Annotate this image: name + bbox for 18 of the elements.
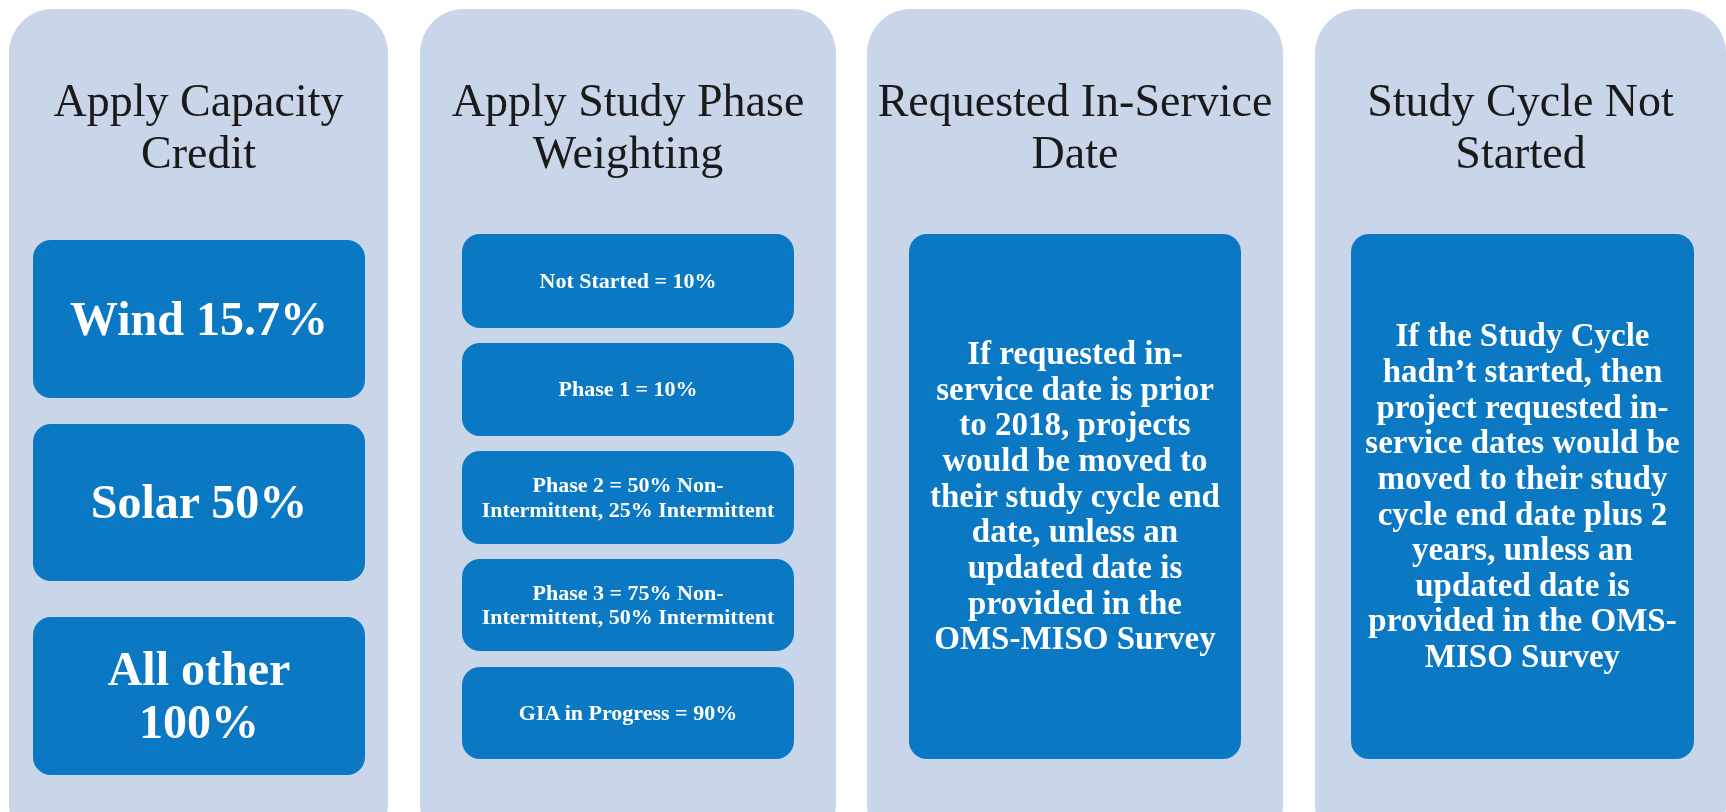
rule-text: Phase 2 = 50% Non-Intermittent, 25% Intermittent (480, 473, 776, 522)
rule-text: Phase 3 = 75% Non-Intermittent, 50% Intermittent (480, 580, 776, 630)
rule-text: Wind 15.7% (70, 292, 328, 346)
column-heading: Requested In-Service Date (876, 75, 1274, 179)
column-panel (867, 9, 1283, 812)
column-heading: Study Cycle Not Started (1366, 75, 1675, 179)
rule-text: If requested in-service date is prior to 2018, projects would be moved to their study cycle end date, unless an updated date is provided in the OMS-MISO Survey (929, 336, 1221, 657)
column-panel (1315, 9, 1726, 812)
column-heading: Apply Study Phase Weighting (450, 75, 806, 179)
rule-text: If the Study Cycle hadn’t started, then project requested in-service dates would be moved to their study cycle end date plus 2 years, unless an updated date is provided in the OMS-MISO Survey (1364, 318, 1681, 675)
column-panel (9, 9, 388, 812)
rule-text: All other 100% (106, 643, 292, 749)
column-heading: Apply Capacity Credit (52, 75, 345, 179)
rule-text: Phase 1 = 10% (558, 377, 698, 402)
rule-text: Not Started = 10% (539, 268, 717, 294)
rule-text: Solar 50% (90, 476, 308, 529)
rule-text: GIA in Progress = 90% (518, 700, 738, 726)
column-panel (420, 9, 836, 812)
